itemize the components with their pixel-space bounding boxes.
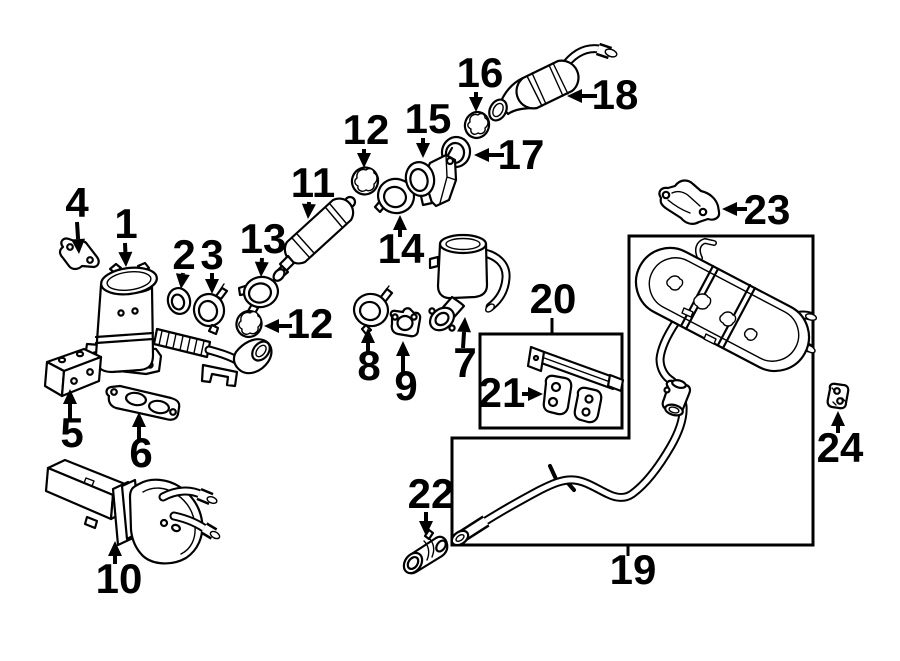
part-11-resonator — [272, 195, 357, 282]
callout-arrowhead-16 — [469, 97, 483, 112]
part-22-pipe-connector — [402, 528, 449, 575]
callout-arrowhead-17 — [474, 148, 489, 162]
callout-arrowhead-2 — [175, 273, 190, 289]
callout-arrowhead-15 — [416, 143, 430, 158]
callout-arrowhead-3 — [205, 279, 219, 294]
part-12-gasket-ring-upper — [350, 166, 380, 196]
callout-arrowhead-24 — [831, 411, 845, 426]
callout-label-22: 22 — [408, 470, 455, 517]
part-21-hanger-assembly — [526, 345, 625, 424]
callout-label-3: 3 — [200, 231, 223, 278]
callout-label-8: 8 — [357, 342, 380, 389]
callout-arrow-7 — [461, 331, 467, 349]
callout-label-16: 16 — [457, 49, 504, 96]
part-1-catalytic-converter — [83, 261, 273, 388]
part-7-resonator — [428, 233, 511, 332]
callout-arrowhead-7 — [457, 317, 472, 333]
callout-label-19: 19 — [610, 546, 657, 593]
callout-label-2: 2 — [172, 231, 195, 278]
callout-label-23: 23 — [744, 186, 791, 233]
rear-muffler — [634, 237, 818, 386]
callout-arrowhead-10 — [108, 541, 122, 556]
callout-arrowhead-21 — [528, 387, 543, 401]
part-10-egr-cooler-assembly — [44, 458, 221, 565]
part-15-flange-adapter — [404, 146, 458, 208]
part-16-gasket-ring — [463, 110, 491, 140]
callout-label-4: 4 — [65, 179, 89, 226]
part-3-clamp — [192, 283, 229, 336]
callout-label-12: 12 — [287, 300, 334, 347]
part-18-catalytic-converter — [488, 42, 618, 122]
part-2-seal-ring — [166, 287, 192, 315]
callout-arrowhead-9 — [396, 341, 410, 356]
part-12-gasket-ring-lower — [235, 309, 263, 339]
callout-arrowhead-8 — [361, 328, 375, 343]
part-8-clamp — [352, 285, 394, 336]
callout-arrowhead-12 — [357, 153, 371, 168]
callout-label-13: 13 — [240, 215, 287, 262]
part-6-gasket-plate — [105, 384, 181, 421]
callout-label-18: 18 — [592, 71, 639, 118]
callout-arrow-4 — [75, 221, 81, 240]
callout-arrowhead-11 — [301, 203, 316, 219]
part-13-flange-ring — [237, 275, 280, 317]
part-4-support-bracket — [58, 237, 100, 271]
callout-label-11: 11 — [291, 159, 335, 206]
callout-arrowhead-23 — [722, 202, 737, 216]
callout-label-17: 17 — [498, 131, 545, 178]
part-24-rubber-mount — [826, 382, 850, 410]
callout-label-24: 24 — [817, 424, 864, 471]
callout-label-14: 14 — [378, 225, 425, 272]
part-5-mount-bracket — [43, 347, 103, 398]
callout-label-12: 12 — [343, 106, 390, 153]
part-23-bracket — [658, 179, 721, 225]
part-19-exhaust-assembly — [450, 237, 818, 547]
callout-arrowhead-13 — [254, 261, 269, 277]
callout-label-1: 1 — [114, 200, 137, 247]
callout-label-10: 10 — [96, 555, 143, 602]
callout-label-7: 7 — [453, 339, 476, 386]
callout-arrowhead-12 — [264, 319, 279, 333]
callout-label-6: 6 — [129, 429, 152, 476]
callout-arrowhead-6 — [132, 412, 146, 427]
callout-label-21: 21 — [479, 369, 526, 416]
callout-arrowhead-14 — [393, 215, 407, 230]
callout-arrowhead-22 — [419, 521, 433, 536]
part-9-flange-bracket — [389, 307, 422, 338]
callout-arrowhead-18 — [567, 89, 582, 103]
callout-label-9: 9 — [394, 362, 417, 409]
callout-label-15: 15 — [405, 95, 452, 142]
callout-label-5: 5 — [60, 409, 83, 456]
pipe-connector-stub — [661, 379, 692, 417]
callout-arrowhead-1 — [118, 251, 133, 267]
callout-arrowhead-5 — [63, 389, 77, 404]
callout-label-20: 20 — [530, 275, 577, 322]
callout-arrowhead-4 — [71, 238, 86, 254]
